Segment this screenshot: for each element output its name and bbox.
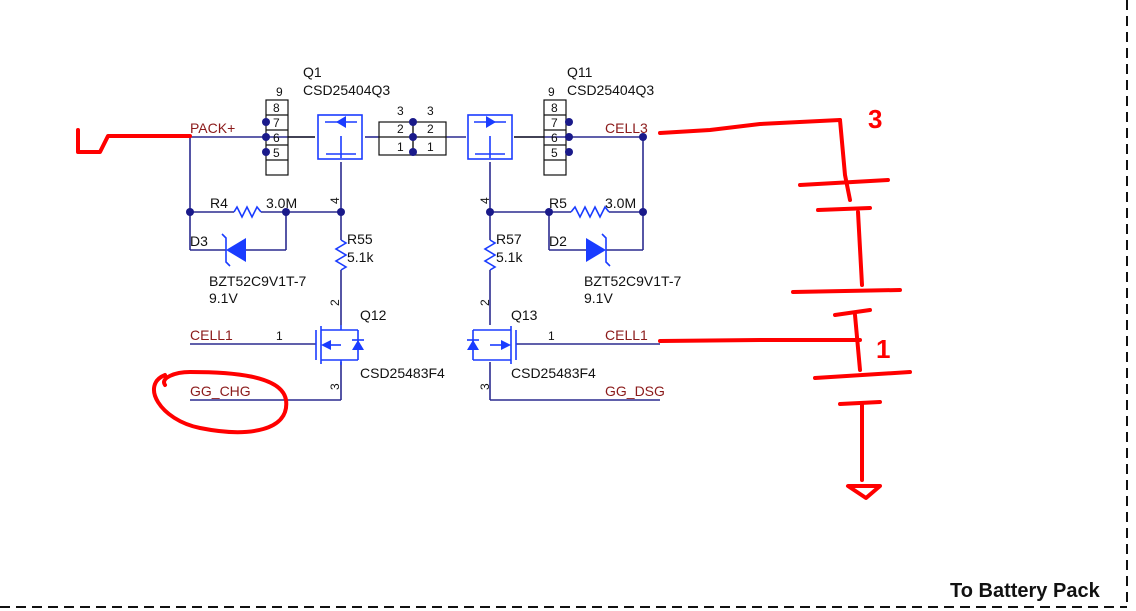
r4-ref: R4 — [210, 195, 228, 211]
net-gg-chg: GG_CHG — [190, 383, 251, 399]
q11-mosfet-symbol — [467, 114, 513, 160]
r5-ref: R5 — [549, 195, 567, 211]
q11-pin-6: 6 — [551, 131, 558, 145]
q12-part: CSD25483F4 — [360, 365, 445, 381]
q12-ref: Q12 — [360, 307, 387, 323]
net-cell1-right: CELL1 — [605, 327, 648, 343]
q1-ref: Q1 — [303, 64, 322, 80]
r55-resistor — [334, 239, 348, 271]
mid-left-pin-3: 3 — [397, 104, 404, 118]
r55-value: 5.1k — [347, 249, 374, 265]
mid-left-pin-2: 2 — [397, 122, 404, 136]
mid-right-pin-3: 3 — [427, 104, 434, 118]
net-cell3: CELL3 — [605, 120, 648, 136]
q1-mosfet-symbol — [317, 114, 363, 160]
net-pack-plus: PACK+ — [190, 120, 235, 136]
q12-pin-1: 1 — [276, 329, 283, 343]
q1-pin-7: 7 — [273, 116, 280, 130]
q1-pin-6: 6 — [273, 131, 280, 145]
q1-part: CSD25404Q3 — [303, 82, 390, 98]
q1-pin-9: 9 — [276, 85, 283, 99]
d2-ref: D2 — [549, 233, 567, 249]
q13-mosfet-symbol — [467, 326, 517, 364]
junction-dots — [186, 133, 647, 216]
q13-ref: Q13 — [511, 307, 538, 323]
r4-resistor — [233, 205, 262, 219]
red-markup — [76, 118, 912, 500]
r4-value: 3.0M — [266, 195, 297, 211]
q13-pin-3: 3 — [478, 383, 492, 390]
mid-right-pin-1: 1 — [427, 140, 434, 154]
d3-value: 9.1V — [209, 290, 238, 306]
q13-pin-1: 1 — [548, 329, 555, 343]
q11-gate-pin: 4 — [478, 197, 492, 204]
r5-value: 3.0M — [605, 195, 636, 211]
d2-value: 9.1V — [584, 290, 613, 306]
r57-resistor — [483, 239, 497, 271]
net-gg-dsg: GG_DSG — [605, 383, 665, 399]
r57-value: 5.1k — [496, 249, 523, 265]
d3-ref: D3 — [190, 233, 208, 249]
q11-pin-8: 8 — [551, 101, 558, 115]
sheet-title: To Battery Pack — [950, 580, 1101, 602]
q1-gate-pin: 4 — [328, 197, 342, 204]
net-cell1-left: CELL1 — [190, 327, 233, 343]
r57-ref: R57 — [496, 231, 522, 247]
q1-pin-5: 5 — [273, 146, 280, 160]
d2-part: BZT52C9V1T-7 — [584, 273, 681, 289]
q12-mosfet-symbol — [315, 325, 364, 365]
q11-pin-block: 9 8 7 6 5 — [514, 85, 573, 176]
mid-pin-block: 3 2 1 3 2 1 — [378, 104, 447, 156]
mid-left-pin-1: 1 — [397, 140, 404, 154]
r5-resistor — [570, 205, 610, 219]
q13-pin-2: 2 — [478, 299, 492, 306]
q11-ref: Q11 — [567, 64, 593, 80]
d2-zener-symbol — [586, 233, 611, 267]
hand-annotation-1: 1 — [876, 334, 890, 364]
d3-zener-symbol — [221, 233, 246, 267]
mid-right-pin-2: 2 — [427, 122, 434, 136]
q11-pin-7: 7 — [551, 116, 558, 130]
q13-part: CSD25483F4 — [511, 365, 596, 381]
q11-pin-5: 5 — [551, 146, 558, 160]
q12-pin-2: 2 — [328, 299, 342, 306]
r55-ref: R55 — [347, 231, 373, 247]
q1-pin-block: 9 8 7 6 5 — [262, 85, 315, 176]
d3-part: BZT52C9V1T-7 — [209, 273, 306, 289]
q11-part: CSD25404Q3 — [567, 82, 654, 98]
wires — [189, 136, 660, 401]
hand-annotation-3: 3 — [868, 104, 882, 134]
q12-pin-3: 3 — [328, 383, 342, 390]
q11-pin-9: 9 — [548, 85, 555, 99]
q1-pin-8: 8 — [273, 101, 280, 115]
